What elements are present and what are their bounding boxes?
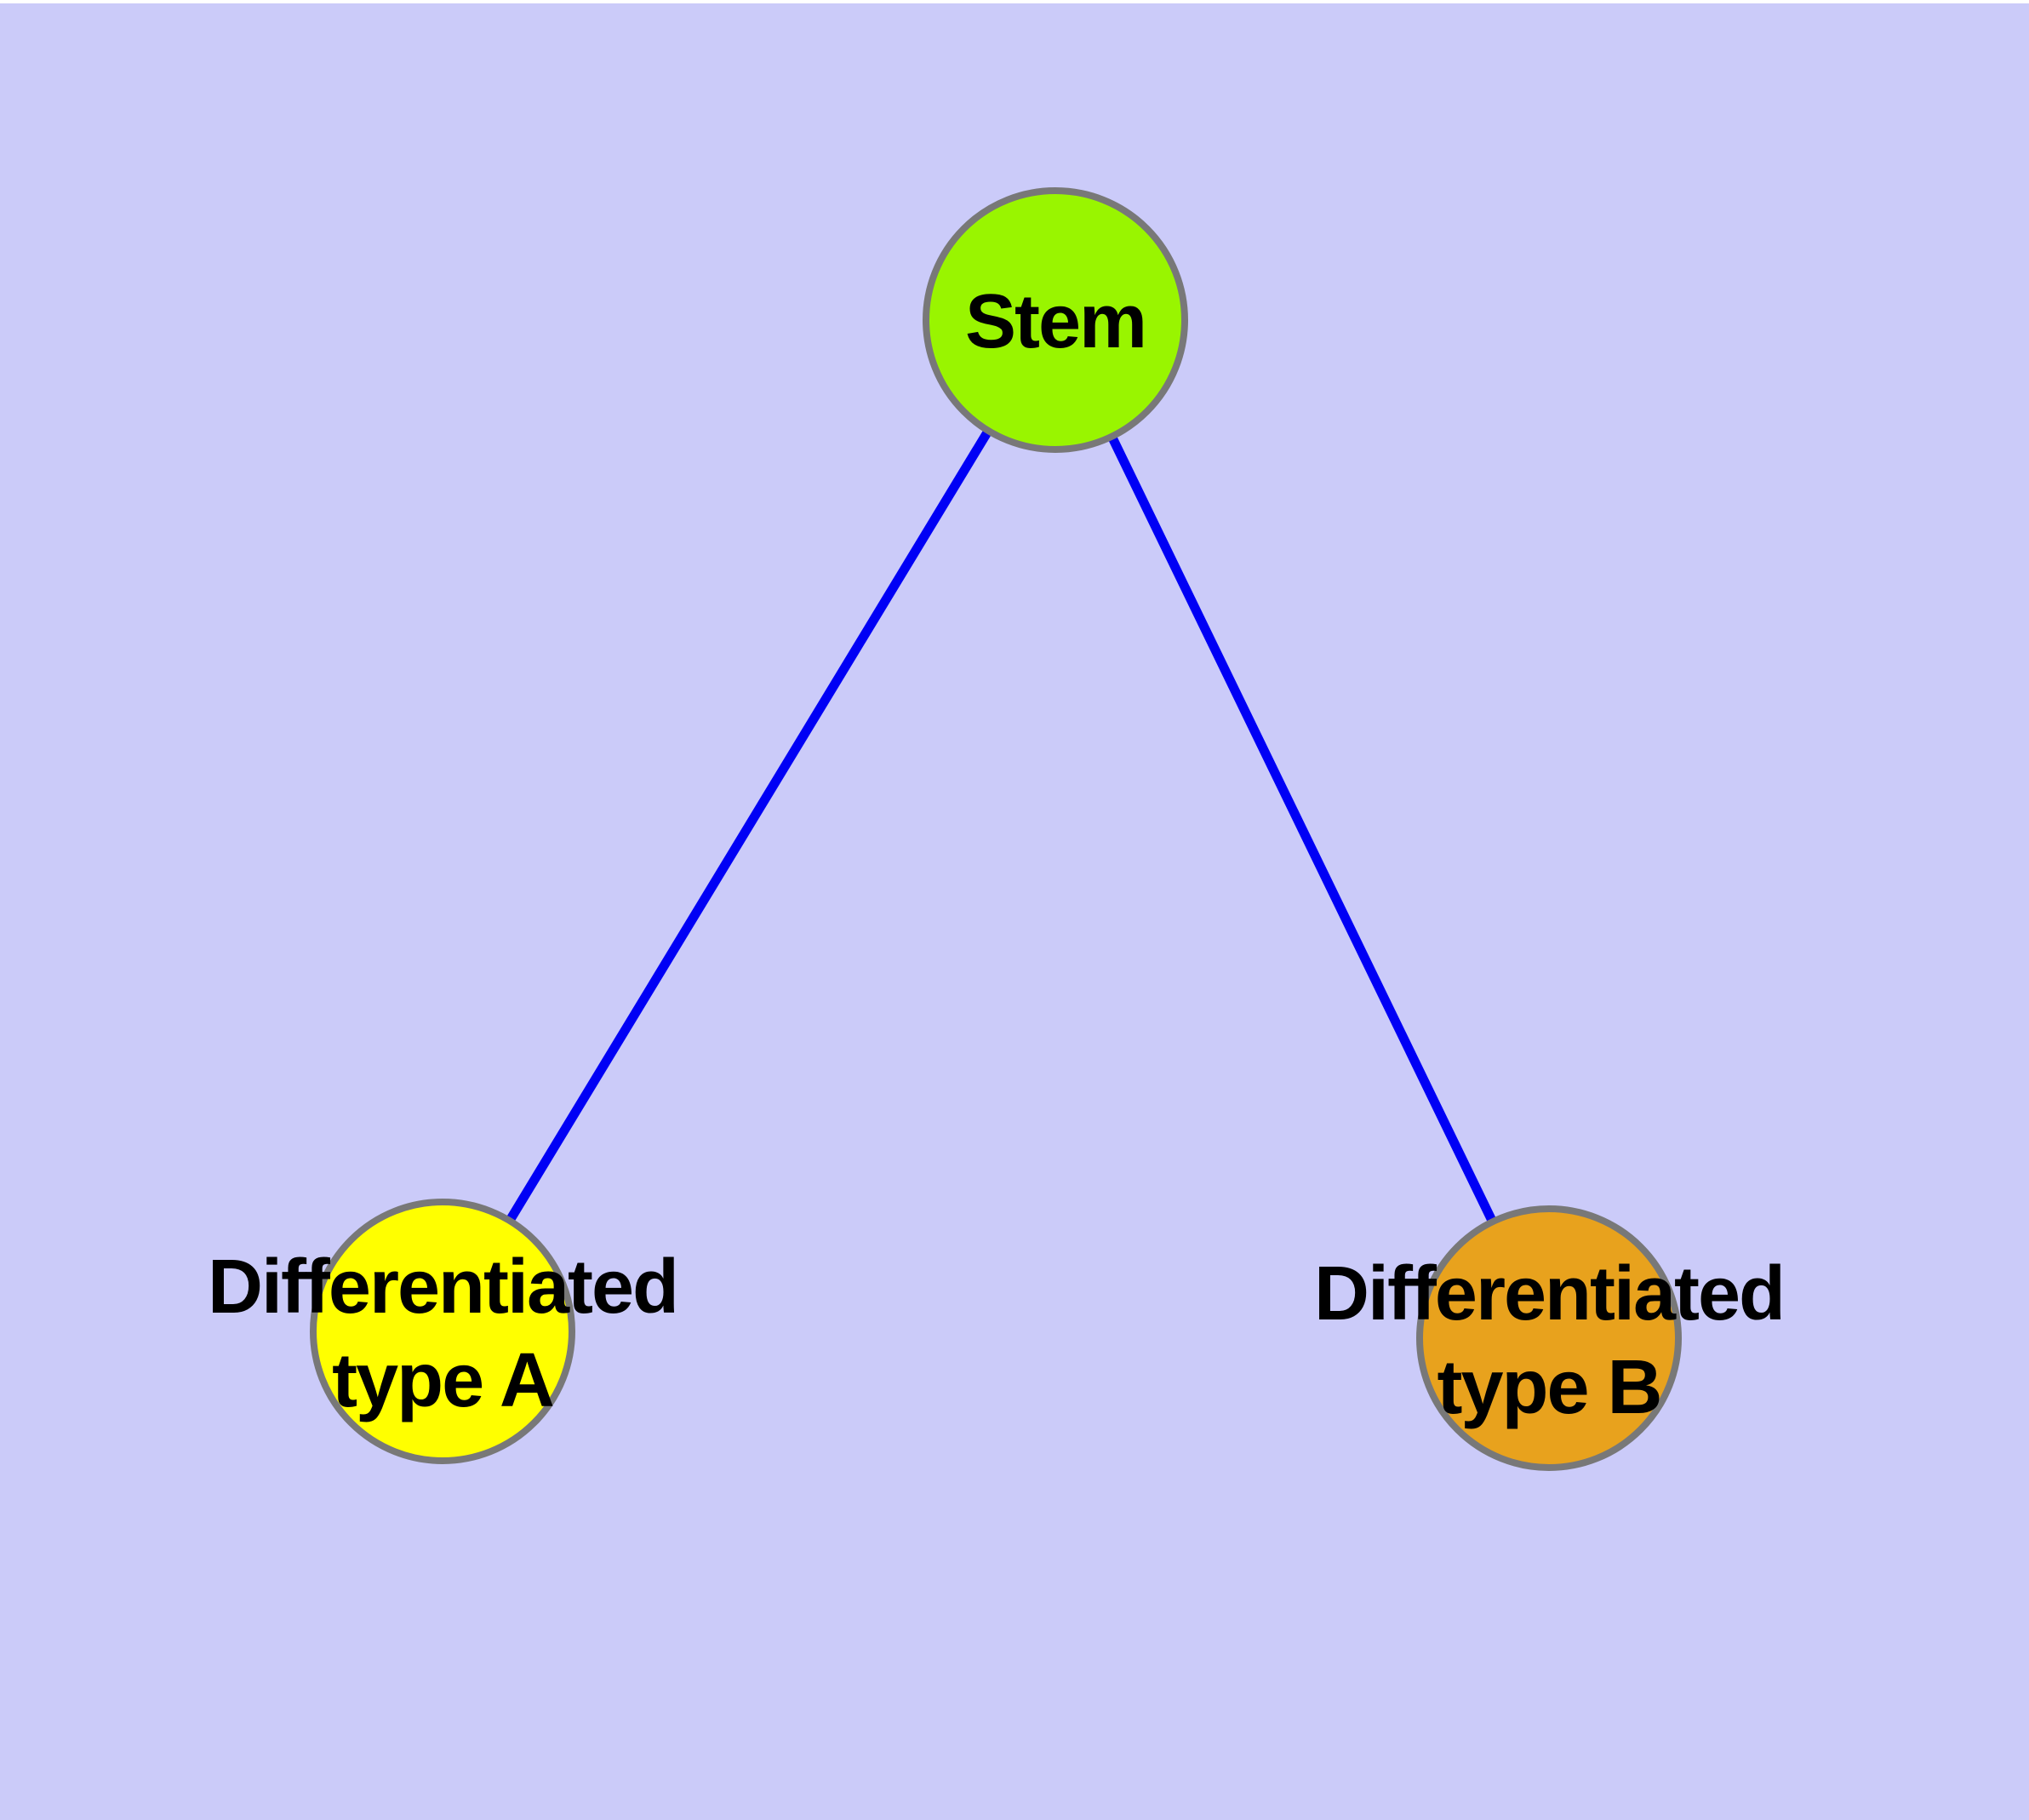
edge-stem-to-type-a: [438, 318, 1060, 1334]
edge-stem-to-type-b: [1051, 318, 1553, 1341]
node-differentiated-type-b: [1416, 1205, 1682, 1471]
node-type-b-label-line-2: type B: [1437, 1345, 1660, 1430]
top-edge-artifact: [0, 0, 2029, 3]
node-stem: [923, 187, 1188, 453]
node-type-a-label-line-1: Differentiated: [208, 1245, 677, 1330]
node-stem-label: Stem: [965, 279, 1146, 364]
node-type-a-label-line-2: type A: [332, 1338, 553, 1423]
node-type-b-label-line-1: Differentiated: [1314, 1251, 1784, 1336]
node-differentiated-type-a: [310, 1199, 575, 1464]
